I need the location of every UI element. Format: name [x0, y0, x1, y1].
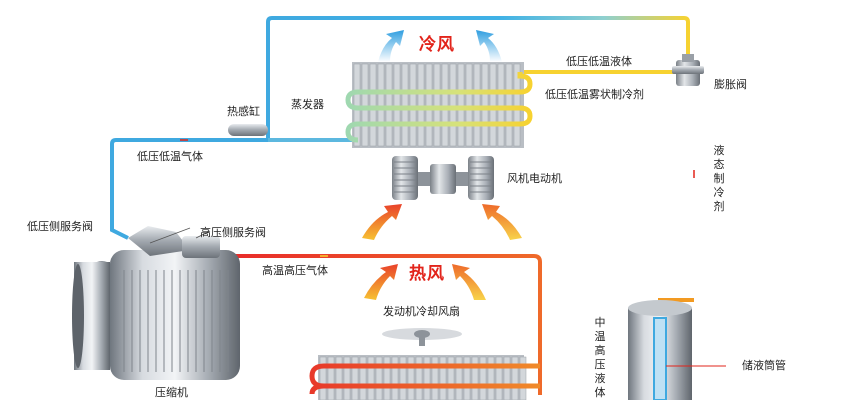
fin	[439, 356, 447, 400]
fin	[457, 63, 465, 147]
fin	[441, 63, 449, 147]
fin	[367, 356, 375, 400]
fin	[465, 63, 473, 147]
high-temp-gas-label: 高温高压气体	[262, 264, 328, 277]
fin	[519, 356, 527, 400]
thermo-bulb-label: 热感缸	[227, 105, 260, 118]
fin	[351, 356, 359, 400]
fin	[335, 356, 343, 400]
fan-motor-label: 风机电动机	[507, 172, 562, 185]
fin	[481, 63, 489, 147]
fin	[391, 356, 399, 400]
engine-cooling-fan-label: 发动机冷却风扇	[383, 305, 460, 318]
fin	[455, 356, 463, 400]
fin	[425, 63, 433, 147]
fin	[369, 63, 377, 147]
leader-low-valve	[149, 227, 191, 244]
fin	[327, 356, 335, 400]
high-pressure-gas-pipe	[218, 254, 542, 395]
fin	[361, 63, 369, 147]
fin	[319, 356, 327, 400]
fin	[431, 356, 439, 400]
receiver-tube-label: 储液筒管	[742, 359, 786, 372]
hot-air-arrow-mid-left	[362, 204, 402, 240]
fin	[463, 356, 471, 400]
hot-air-arrow-mid-right	[482, 204, 522, 240]
fin	[489, 63, 497, 147]
compressor-label: 压缩机	[155, 386, 188, 399]
low-pressure-mist-label: 低压低温雾状制冷剂	[545, 88, 644, 101]
cold-air-arrow-right	[476, 30, 502, 62]
fin	[487, 356, 495, 400]
low-pressure-liquid-label: 低压低温液体	[566, 55, 632, 68]
receiver-drier	[628, 300, 726, 400]
fin	[407, 356, 415, 400]
liquid-refrigerant-label: 液态制冷剂	[713, 144, 725, 213]
fin	[375, 356, 383, 400]
fan-motor-unit	[392, 156, 494, 200]
suction-pipe	[110, 129, 270, 240]
fin	[505, 63, 513, 147]
low-pressure-service-valve-label: 低压侧服务阀	[27, 220, 93, 233]
fin	[447, 356, 455, 400]
fin	[511, 356, 519, 400]
fin	[503, 356, 511, 400]
evaporator	[345, 62, 533, 148]
cold-air-arrow-left	[378, 30, 404, 62]
mid-temp-liquid-label: 中温高压液体	[594, 316, 606, 399]
fin	[471, 356, 479, 400]
fin	[497, 63, 505, 147]
leader-high-valve	[195, 230, 211, 239]
fin	[343, 356, 351, 400]
fin	[479, 356, 487, 400]
condenser	[309, 355, 540, 400]
fin	[385, 63, 393, 147]
fin	[495, 356, 503, 400]
compressor-body	[72, 226, 240, 380]
fin	[473, 63, 481, 147]
fin	[393, 63, 401, 147]
expansion-valve-label: 膨胀阀	[714, 78, 747, 91]
hot-air-arrow-low-left	[364, 264, 398, 300]
fin	[399, 356, 407, 400]
hot-air-arrow-low-right	[452, 264, 486, 300]
fin	[433, 63, 441, 147]
low-pressure-gas-pipe	[266, 16, 690, 129]
fin	[409, 63, 417, 147]
fin	[415, 356, 423, 400]
fin	[383, 356, 391, 400]
thermo-bulb-cylinder	[228, 124, 268, 136]
fin	[449, 63, 457, 147]
hot-air-label: 热风	[409, 264, 445, 284]
fin	[423, 356, 431, 400]
fin	[359, 356, 367, 400]
fin	[401, 63, 409, 147]
high-pressure-service-valve-label: 高压侧服务阀	[200, 226, 266, 239]
expansion-valve-body	[672, 54, 704, 86]
fin	[513, 63, 521, 147]
cold-air-label: 冷风	[419, 35, 455, 55]
low-pressure-gas-label: 低压低温气体	[137, 150, 203, 163]
fin	[353, 63, 361, 147]
fin	[417, 63, 425, 147]
fin	[377, 63, 385, 147]
engine-cooling-fan	[382, 328, 462, 346]
evaporator-label: 蒸发器	[291, 98, 324, 111]
